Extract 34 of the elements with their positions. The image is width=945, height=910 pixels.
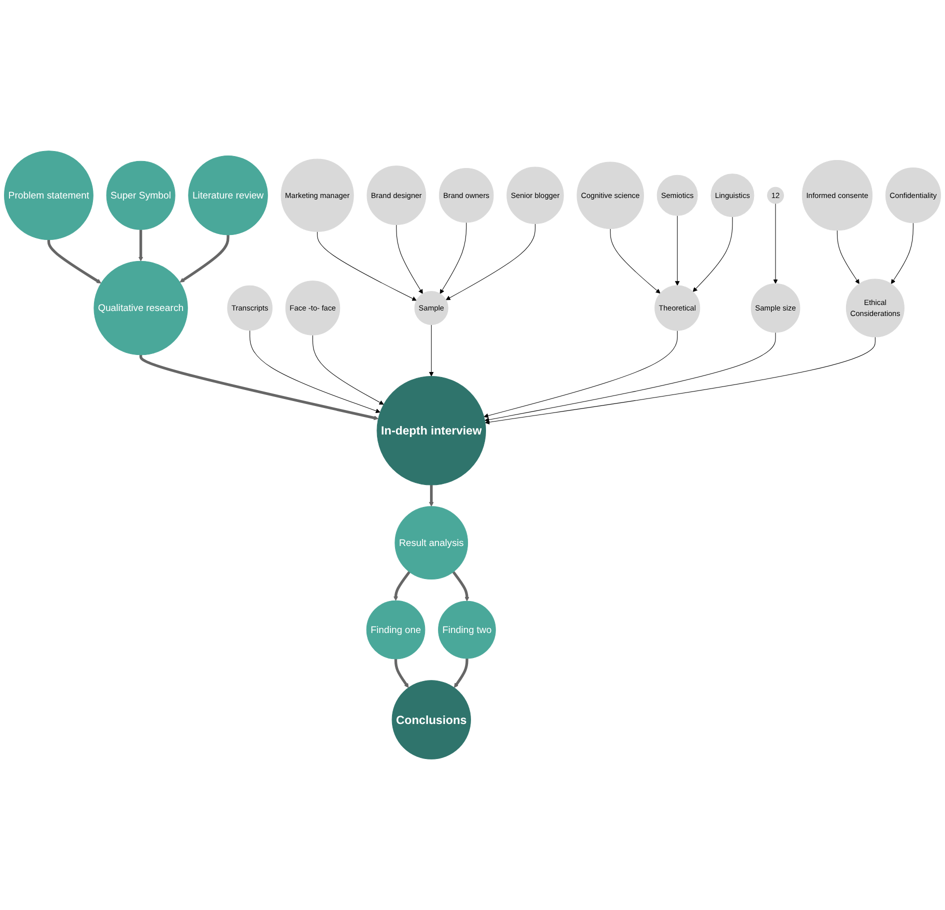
- node-circle: Finding two: [438, 600, 496, 659]
- arrow: [836, 230, 860, 284]
- arrow: [317, 231, 417, 301]
- arrow: [890, 222, 914, 284]
- arrow: [440, 222, 467, 294]
- node-circle: Super Symbol: [106, 160, 176, 230]
- arrow: [484, 330, 678, 418]
- arrow: [484, 336, 876, 424]
- arrow: [429, 324, 434, 376]
- arrow: [452, 571, 470, 602]
- arrow: [610, 228, 660, 294]
- node-circle: Conclusions: [392, 680, 471, 760]
- arrow: [312, 334, 384, 405]
- node-circle: Finding one: [366, 600, 426, 660]
- arrow: [446, 223, 536, 300]
- node-circle: Result analysis: [394, 506, 468, 580]
- arrow: [773, 203, 778, 284]
- arrow: [138, 230, 144, 262]
- arrow: [429, 485, 434, 507]
- arrow: [674, 215, 680, 286]
- arrow: [692, 216, 733, 292]
- node-circle: Problem statement: [4, 150, 94, 240]
- node-circle: In-depth interview: [376, 376, 486, 486]
- arrow: [139, 354, 378, 420]
- arrow: [396, 224, 423, 294]
- node-circle: Qualitative research: [94, 260, 188, 356]
- arrow: [484, 332, 776, 422]
- arrow: [180, 234, 230, 282]
- node-circle: Literature review: [188, 155, 268, 236]
- arrow: [47, 240, 102, 284]
- arrow: [393, 571, 410, 601]
- arrow: [394, 659, 409, 688]
- arrow: [250, 330, 380, 414]
- arrow: [454, 658, 468, 688]
